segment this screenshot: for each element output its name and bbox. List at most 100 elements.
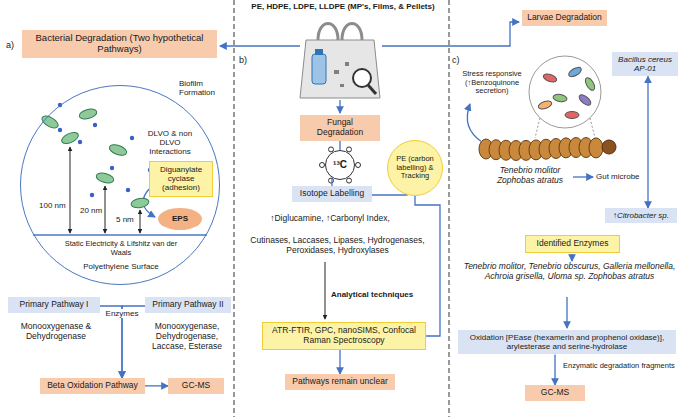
eps-blob: EPS (158, 208, 202, 230)
stress-arrow (467, 104, 482, 142)
node-text: EPS (172, 214, 188, 223)
node-text: ATR-FTIR, GPC, nanoSIMS, Confocal Raman … (267, 326, 421, 346)
flow-arrow (382, 22, 519, 46)
gut-bacterium (565, 112, 579, 119)
gut-bacterium (537, 99, 553, 110)
node-text: Oxidation [PEase (hexamerin and propheno… (462, 333, 672, 351)
node-text: 20 nm (80, 206, 106, 215)
node-text: Identified Enzymes (537, 239, 609, 249)
node-text: Primary Pathway I (20, 300, 89, 310)
bottle (312, 54, 326, 84)
node-text: Biofilm Formation (179, 79, 231, 97)
larva-segment (589, 138, 603, 158)
node-text: Fungal Degradation (304, 118, 376, 138)
process-box: GC-MS (525, 385, 585, 401)
process-box: Beta Oxidation Pathway (40, 378, 145, 394)
fragment (340, 84, 344, 87)
connector-arrow (372, 194, 408, 195)
text-label: Gut microbe (596, 172, 646, 181)
panel-divider (449, 0, 450, 417)
molecule-dot (58, 128, 62, 132)
node-text: Beta Oxidation Pathway (47, 381, 138, 391)
text-label: b) (239, 55, 253, 65)
ring-dot (329, 178, 334, 183)
connector-arrow (647, 76, 648, 208)
magnifier-handle (368, 85, 376, 94)
fragment (334, 70, 339, 74)
text-label: Monooxygenase, Dehydrogenase, Laccase, E… (142, 322, 232, 351)
node-text: ¹³C (333, 159, 347, 171)
ring-dot (320, 163, 325, 168)
node-text: GC-MS (182, 381, 210, 391)
connector-arrow (339, 141, 340, 150)
connector-arrow (145, 385, 168, 386)
gut-bacterium (567, 65, 583, 78)
method-box: Isotope Labelling (292, 186, 372, 202)
distance-arrow (70, 147, 71, 233)
flow-arrow (325, 262, 326, 319)
isotope-circle: ¹³C (325, 150, 355, 180)
node-text: Bacillus cereus AP-01 (616, 55, 674, 73)
flow-arrow (573, 176, 593, 177)
bacterium (95, 171, 115, 184)
node-text: Primary Pathway II (152, 300, 223, 310)
connector-arrow (554, 354, 555, 385)
gut-bacterium (577, 93, 592, 107)
bacterium (108, 143, 128, 158)
molecule-dot (130, 136, 134, 140)
gut-zoom-circle (529, 56, 601, 128)
connector-arrow (415, 196, 440, 336)
node-text: Static Electricity & Lifshitz van der Wa… (56, 240, 186, 257)
process-box: Pathways remain unclear (285, 374, 395, 390)
distance-arrow (140, 210, 141, 233)
bacterium (60, 130, 80, 146)
text-label: Monooxygenase & Dehydrogenase (10, 322, 102, 342)
microbe-box: Bacillus cereus AP-01 (612, 52, 678, 76)
text-label: Analytical techniques (331, 290, 431, 299)
node-text: PE (carbon labelling) & Tracking (390, 155, 440, 181)
tracking-circle: PE (carbon labelling) & Tracking (387, 140, 443, 196)
node-text: 100 nm (39, 201, 69, 210)
pathway-box: Primary Pathway I (8, 297, 100, 313)
isotope-ring (320, 147, 361, 183)
text-label: PE, HDPE, LDPE, LLDPE (MP's, Films, & Pe… (238, 2, 448, 11)
flow-arrow (571, 254, 572, 261)
text-label: Cutinases, Laccases, Lipases, Hydrogenas… (245, 236, 430, 256)
node-text: Diguanylate cyclase (adhesion) (154, 165, 208, 193)
text-label: Tenebrio molitor, Tenebrio obscurus, Gal… (462, 262, 677, 282)
gut-bacterium (552, 93, 567, 102)
flow-arrow (339, 100, 340, 113)
distance-arrow (105, 186, 106, 233)
ring-dot (356, 163, 361, 168)
process-box: Oxidation [PEase (hexamerin and propheno… (458, 330, 676, 354)
connector-arrow (339, 350, 340, 374)
ring-dot (347, 178, 352, 183)
gut-bacterium (542, 72, 558, 83)
pathway-box: Primary Pathway II (145, 297, 231, 313)
bottle-cap (315, 49, 323, 55)
molecule-dot (78, 140, 82, 144)
bacterium (130, 197, 149, 209)
magnifier (353, 69, 371, 87)
text-label: Enzymes (103, 309, 141, 318)
node-text: Bacterial Degradation (Two hypothetical … (26, 33, 213, 55)
molecule-dot (110, 166, 114, 170)
flow-arrow (566, 297, 567, 328)
connector-arrow (331, 178, 332, 186)
node-text: Larvae Degradation (527, 13, 602, 23)
molecule-dot (93, 123, 97, 127)
text-label: Stress responsive (↑Benzoquinone secreti… (455, 70, 529, 96)
node-text: Pathways remain unclear (292, 377, 387, 387)
node-text: Polyethylene Surface (76, 262, 166, 271)
process-box: Bacterial Degradation (Two hypothetical … (22, 30, 217, 58)
edge-label: Enzymatic degradation fragments (562, 362, 676, 371)
node-text: Isotope Labelling (300, 189, 364, 199)
gut-bacterium (583, 76, 596, 92)
plastic-bag-illustration (300, 24, 380, 99)
bacterium (78, 107, 98, 120)
text-label: Tenebrio molitor Zophobas atratus (490, 166, 570, 186)
molecule-dot (58, 103, 62, 107)
technique-box: ATR-FTIR, GPC, nanoSIMS, Confocal Raman … (262, 322, 426, 350)
